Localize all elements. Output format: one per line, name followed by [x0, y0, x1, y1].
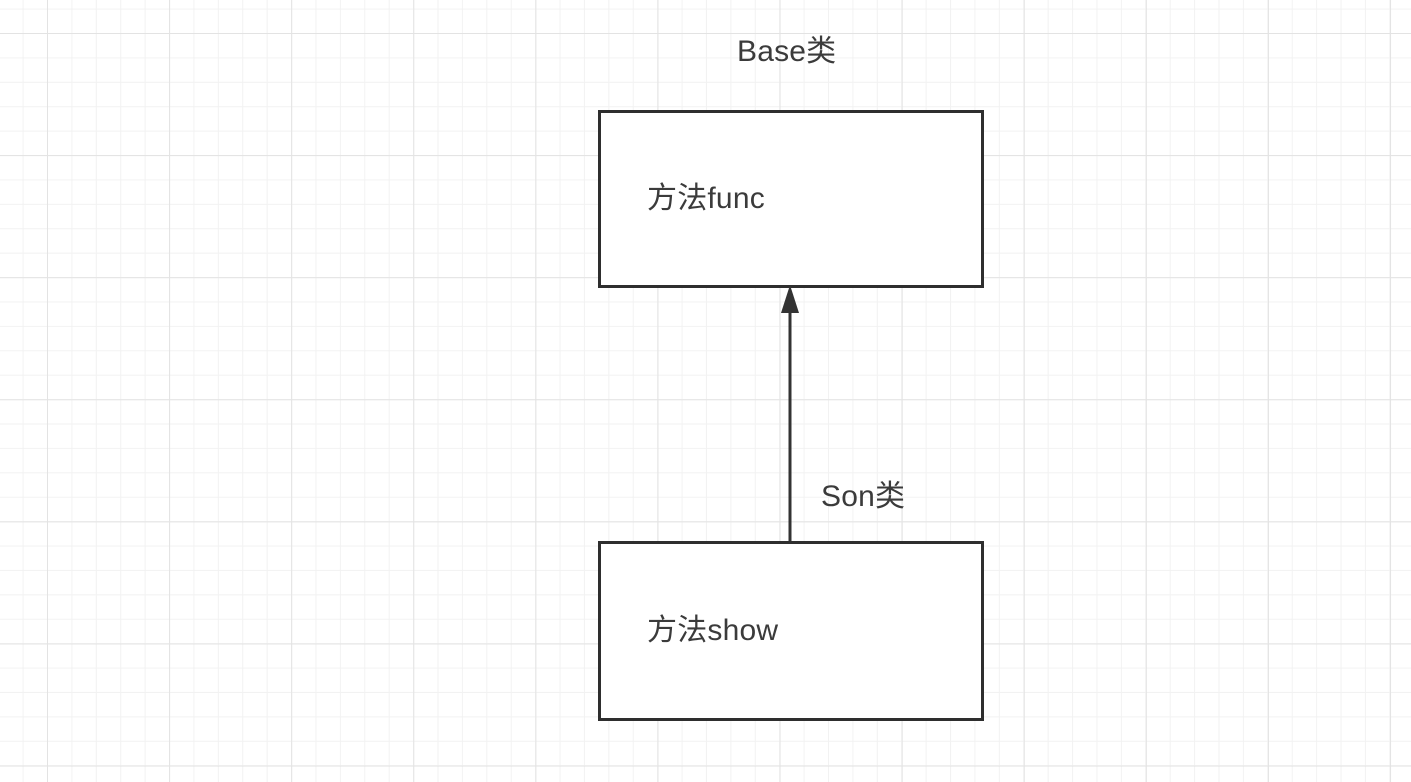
- base-class-caption: Base类: [737, 35, 837, 68]
- inheritance-arrow[interactable]: [755, 275, 825, 550]
- son-class-caption: Son类: [821, 480, 906, 513]
- base-class-method-label: 方法func: [647, 182, 765, 215]
- base-class-box[interactable]: 方法func: [598, 110, 984, 288]
- inheritance-arrow-head-icon: [781, 285, 799, 313]
- son-class-method-label: 方法show: [647, 614, 779, 647]
- son-class-box[interactable]: 方法show: [598, 541, 984, 721]
